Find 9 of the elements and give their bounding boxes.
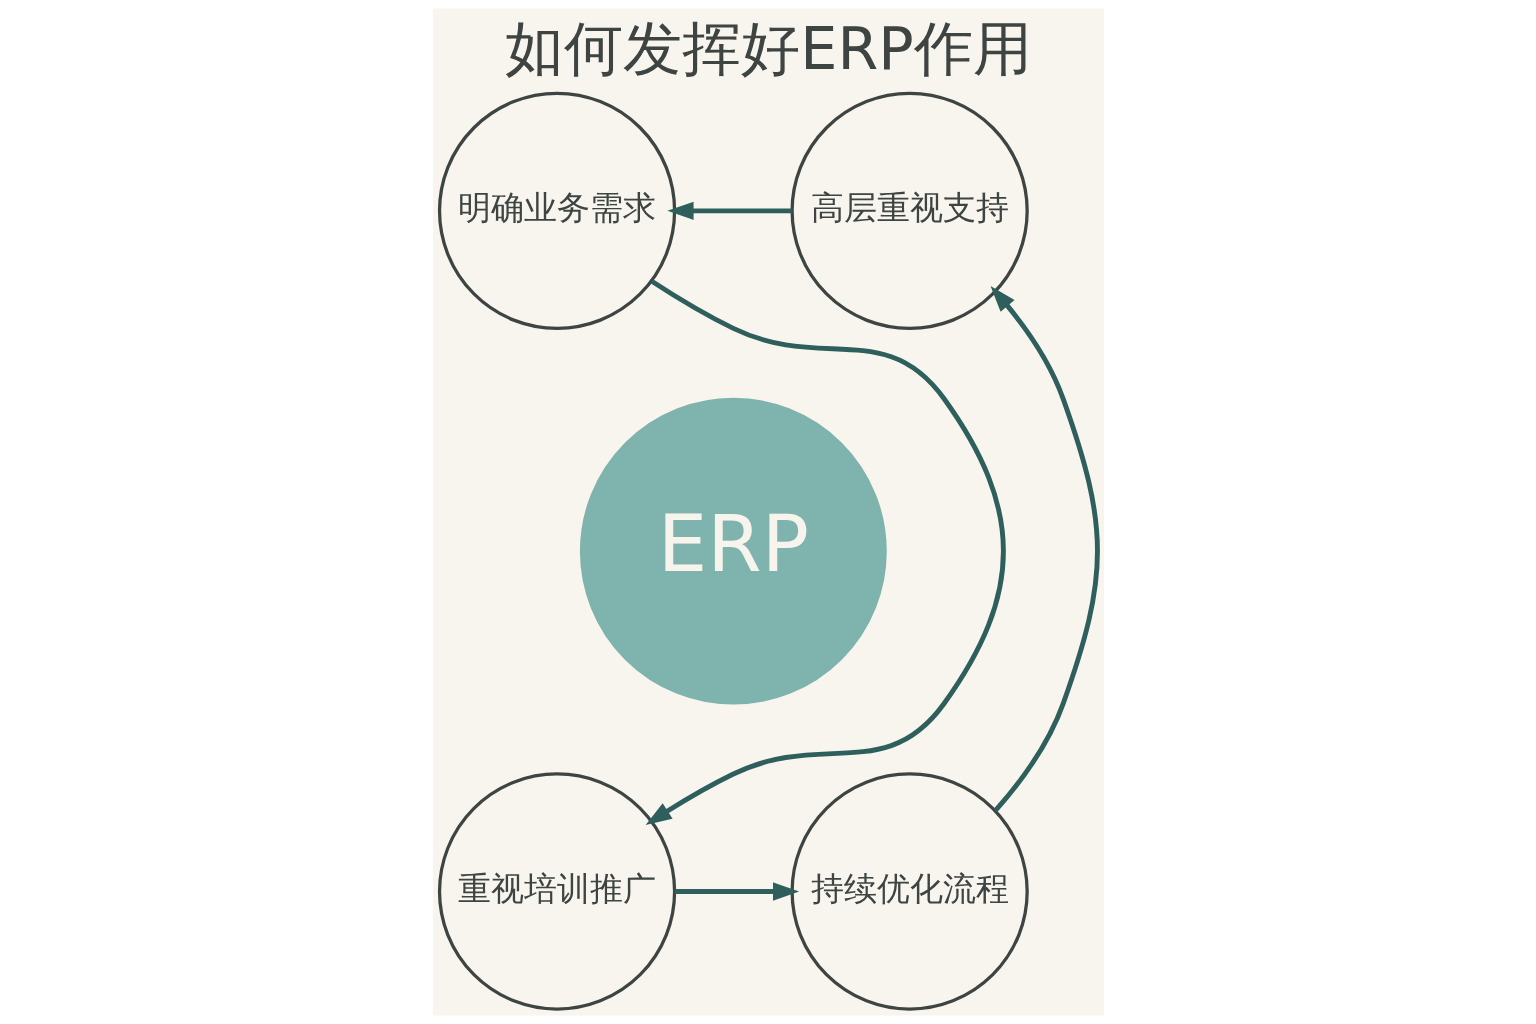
node-circle: 高层重视支持 (790, 91, 1029, 330)
node-circle: ERP (579, 397, 887, 705)
diagram-title: 如何发挥好ERP作用 (504, 13, 1032, 83)
arrow (645, 279, 1006, 826)
arrow (674, 882, 799, 901)
arrow (666, 201, 792, 220)
node-circle: 明确业务需求 (437, 91, 676, 330)
node-circle: 持续优化流程 (790, 772, 1029, 1011)
arrow (990, 286, 1100, 813)
